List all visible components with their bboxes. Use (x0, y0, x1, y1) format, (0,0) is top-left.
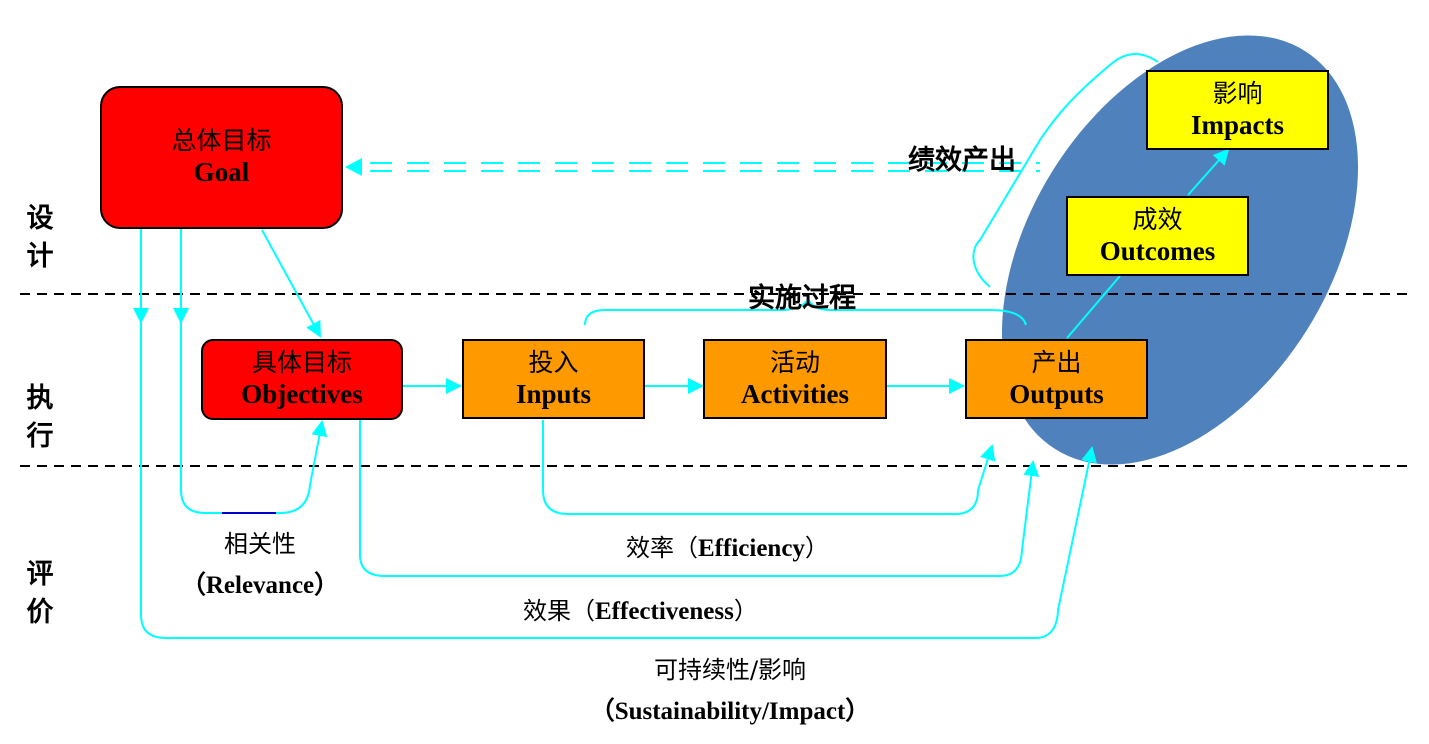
phase-char: 价 (26, 597, 54, 628)
activities-en: Activities (741, 378, 849, 409)
outcomes-en: Outcomes (1099, 235, 1216, 266)
performance-bracket (972, 53, 1159, 288)
effectiveness-loop (359, 420, 1040, 577)
objectives-box[interactable]: 具体目标 Objectives (201, 339, 403, 420)
relevance-zh: 相关性 (224, 530, 296, 558)
objectives-en: Objectives (241, 379, 363, 410)
phase-label-design: 设 计 (20, 200, 60, 276)
outcomes-to-impacts-arrow (1187, 148, 1230, 196)
outputs-en: Outputs (1009, 378, 1104, 409)
efficiency-en: Efficiency (698, 535, 805, 562)
outputs-box[interactable]: 产出 Outputs (965, 339, 1148, 419)
impacts-en: Impacts (1191, 109, 1284, 140)
sustainability-label: 可持续性/影响 （Sustainability/Impact） (520, 650, 940, 727)
implementation-process-label: 实施过程 (748, 283, 856, 314)
efficiency-label: 效率（Efficiency） (626, 528, 829, 563)
efficiency-loop (542, 420, 996, 515)
phase-label-evaluation: 评 价 (20, 556, 60, 632)
implementation-bracket (584, 298, 1027, 326)
activities-box[interactable]: 活动 Activities (703, 339, 887, 419)
phase-char: 计 (26, 241, 54, 272)
effectiveness-en: Effectiveness (595, 598, 734, 625)
outcomes-box[interactable]: 成效 Outcomes (1066, 196, 1249, 276)
phase-char: 执 (26, 383, 54, 414)
relevance-label: 相关性 （Relevance） (160, 524, 360, 601)
sustainability-zh: 可持续性/影响 (653, 656, 807, 684)
goal-to-objectives-arrow (261, 229, 321, 338)
effectiveness-close: ） (733, 597, 758, 625)
inputs-en: Inputs (515, 378, 592, 409)
effectiveness-label: 效果（Effectiveness） (523, 591, 758, 626)
outcomes-zh: 成效 (1132, 204, 1183, 234)
efficiency-close: ） (804, 534, 829, 562)
performance-feedback-arrow (345, 158, 1040, 176)
inputs-box[interactable]: 投入 Inputs (462, 339, 645, 419)
phase-char: 评 (26, 559, 54, 590)
goal-en: Goal (193, 157, 250, 188)
inputs-zh: 投入 (528, 347, 579, 377)
phase-label-execution: 执 行 (20, 380, 60, 456)
performance-output-label: 绩效产出 (908, 145, 1016, 176)
outputs-to-outcomes-line (1066, 275, 1121, 339)
effectiveness-zh: 效果（ (523, 597, 595, 625)
impacts-box[interactable]: 影响 Impacts (1146, 70, 1329, 150)
objectives-zh: 具体目标 (251, 348, 352, 378)
phase-char: 行 (26, 421, 54, 452)
sustainability-loop (140, 322, 1097, 639)
impacts-zh: 影响 (1212, 78, 1263, 108)
phase-char: 设 (26, 203, 54, 234)
goal-zh: 总体目标 (171, 126, 272, 156)
efficiency-zh: 效率（ (626, 534, 698, 562)
relevance-en: （Relevance） (180, 572, 340, 599)
activities-zh: 活动 (769, 347, 820, 377)
outputs-zh: 产出 (1031, 347, 1082, 377)
sustainability-en: （Sustainability/Impact） (589, 698, 871, 725)
goal-box[interactable]: 总体目标 Goal (100, 86, 343, 229)
